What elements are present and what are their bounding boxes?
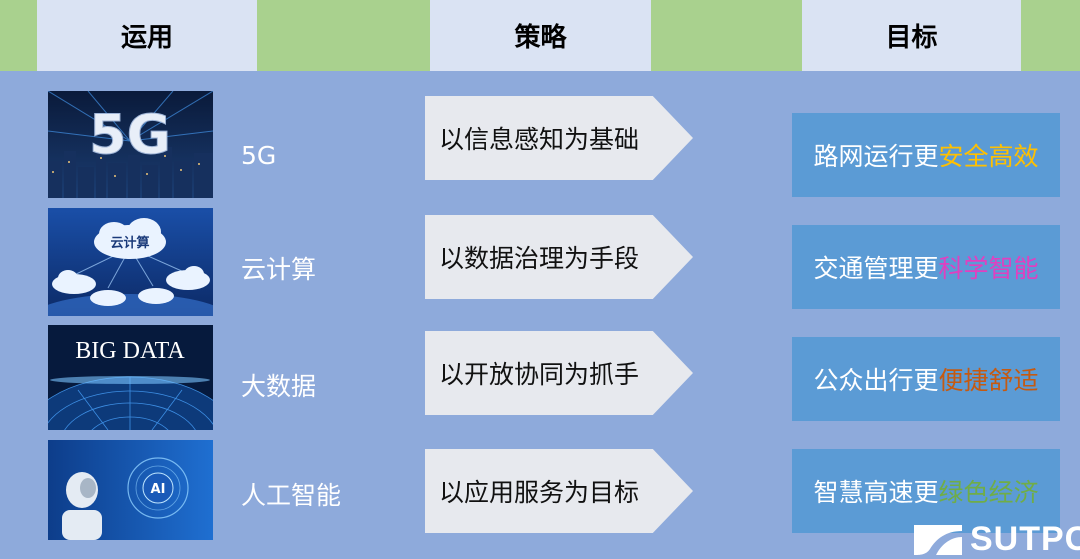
goal-highlight: 绿色经济 bbox=[939, 473, 1039, 509]
goal-prefix: 路网运行更 bbox=[813, 137, 938, 173]
sutpc-logo-icon bbox=[912, 523, 964, 557]
strategy-chevron: 以信息感知为基础 bbox=[425, 96, 693, 180]
header-strategy: 策略 bbox=[430, 0, 651, 71]
goal-prefix: 公众出行更 bbox=[813, 361, 938, 397]
usage-label: 5G bbox=[241, 141, 276, 170]
strategy-chevron: 以应用服务为目标 bbox=[425, 449, 693, 533]
thumb-text: 5G bbox=[89, 103, 171, 166]
header-usage: 运用 bbox=[37, 0, 257, 71]
thumb-text: BIG DATA bbox=[75, 338, 185, 364]
strategy-chevron: 以数据治理为手段 bbox=[425, 215, 693, 299]
usage-label: 人工智能 bbox=[241, 476, 341, 512]
usage-label: 大数据 bbox=[241, 367, 316, 403]
header-green-block bbox=[1021, 0, 1080, 71]
goal-box: 公众出行更便捷舒适 bbox=[792, 337, 1060, 421]
image-ai: AI bbox=[48, 440, 213, 540]
strategy-chevron: 以开放协同为抓手 bbox=[425, 331, 693, 415]
strategy-label: 以数据治理为手段 bbox=[425, 215, 653, 299]
thumb-text: 云计算 bbox=[110, 235, 149, 251]
header-goal: 目标 bbox=[802, 0, 1021, 71]
goal-highlight: 安全高效 bbox=[939, 137, 1039, 173]
image-5g: 5G bbox=[48, 91, 213, 198]
logo-text: SUTPC bbox=[970, 520, 1080, 559]
goal-box: 交通管理更科学智能 bbox=[792, 225, 1060, 309]
header-green-block bbox=[257, 0, 430, 71]
image-big-data: BIG DATA bbox=[48, 325, 213, 430]
goal-prefix: 交通管理更 bbox=[813, 249, 938, 285]
header-green-block bbox=[651, 0, 802, 71]
strategy-label: 以应用服务为目标 bbox=[425, 449, 653, 533]
strategy-label: 以信息感知为基础 bbox=[425, 96, 653, 180]
image-cloud: 云计算 bbox=[48, 208, 213, 316]
goal-box: 路网运行更安全高效 bbox=[792, 113, 1060, 197]
sutpc-logo: SUTPC bbox=[912, 520, 1080, 559]
goal-highlight: 科学智能 bbox=[939, 249, 1039, 285]
goal-prefix: 智慧高速更 bbox=[813, 473, 938, 509]
strategy-label: 以开放协同为抓手 bbox=[425, 331, 653, 415]
thumb-text: AI bbox=[151, 482, 166, 497]
usage-label: 云计算 bbox=[241, 250, 316, 286]
header-green-block bbox=[0, 0, 37, 71]
goal-highlight: 便捷舒适 bbox=[939, 361, 1039, 397]
